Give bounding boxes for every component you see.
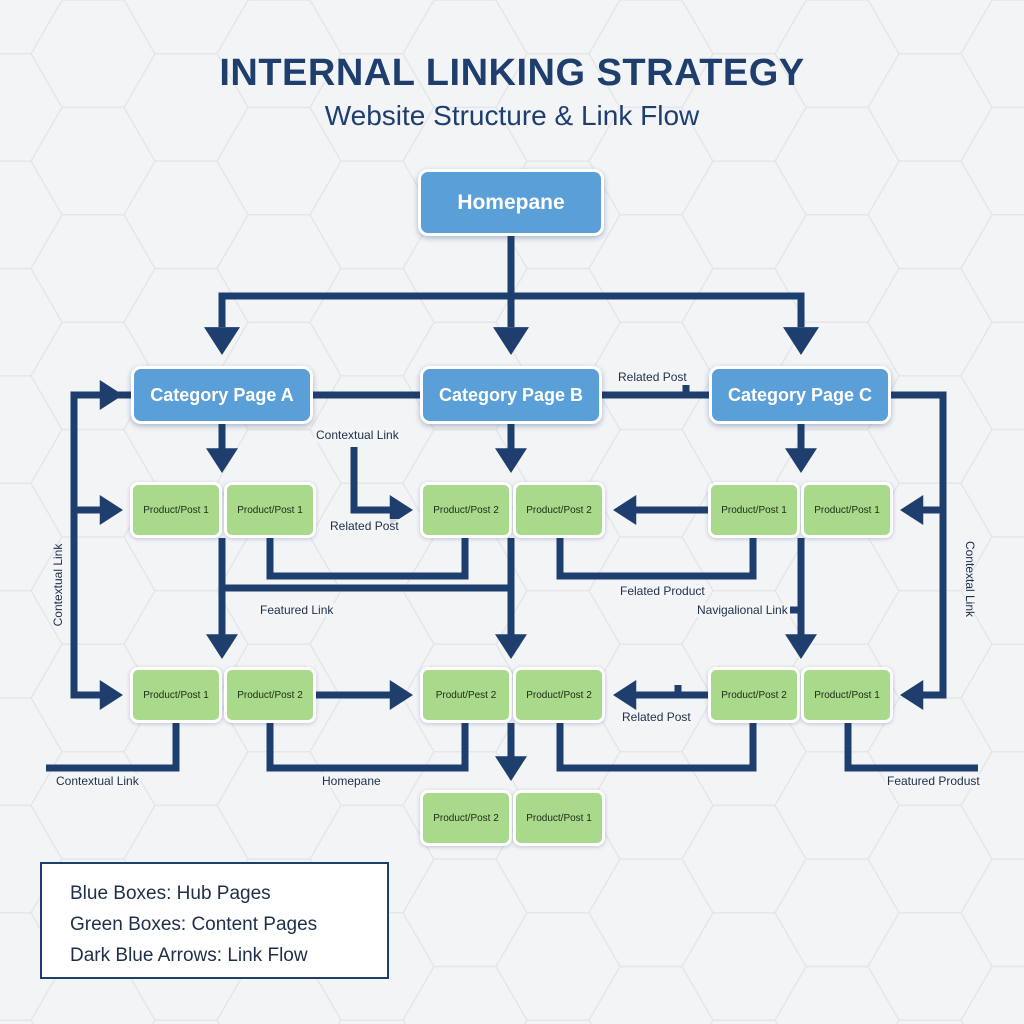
content-box-r3-2[interactable]: Product/Post 1: [513, 790, 605, 846]
legend-box: Blue Boxes: Hub Pages Green Boxes: Conte…: [40, 862, 389, 979]
content-box-r2-6[interactable]: Product/Post 1: [801, 667, 893, 723]
label-felated-product: Felated Product: [618, 584, 707, 598]
hub-category-page-a[interactable]: Category Page A: [131, 366, 313, 424]
content-box-r3-1[interactable]: Product/Post 2: [420, 790, 512, 846]
legend-link-flow: Dark Blue Arrows: Link Flow: [70, 945, 308, 966]
content-box-r2-5[interactable]: Product/Post 2: [708, 667, 800, 723]
label-contextual-link-mid: Contextual Link: [314, 428, 401, 442]
label-navigational-link: Navigalional Link: [695, 603, 790, 617]
label-featured-link: Featured Link: [258, 603, 336, 617]
page-subtitle: Website Structure & Link Flow: [324, 100, 700, 131]
content-box-r1-1[interactable]: Product/Post 1: [130, 482, 222, 538]
label-related-post-top: Related Post: [616, 370, 689, 384]
hub-homepage[interactable]: Homepane: [418, 169, 604, 236]
content-box-r2-4[interactable]: Product/Post 2: [513, 667, 605, 723]
label-related-post-bottom: Related Post: [620, 710, 693, 724]
hub-category-page-b[interactable]: Category Page B: [420, 366, 602, 424]
content-box-r2-2[interactable]: Product/Post 2: [224, 667, 316, 723]
content-box-r1-3[interactable]: Product/Post 2: [420, 482, 512, 538]
label-related-post-mid: Related Post: [328, 519, 401, 533]
label-homepane-bottom: Homepane: [320, 774, 383, 788]
content-box-r1-4[interactable]: Product/Post 2: [513, 482, 605, 538]
content-box-r1-2[interactable]: Product/Post 1: [224, 482, 316, 538]
page-title: INTERNAL LINKING STRATEGY: [219, 52, 805, 94]
label-featured-product-bottom: Featured Produst: [885, 774, 982, 788]
label-contextual-link-left: Contextual Link: [51, 543, 65, 627]
content-box-r1-6[interactable]: Product/Post 1: [801, 482, 893, 538]
content-box-r2-1[interactable]: Product/Post 1: [130, 667, 222, 723]
legend-content-pages: Green Boxes: Content Pages: [70, 914, 318, 935]
legend-hub-pages: Blue Boxes: Hub Pages: [70, 883, 271, 904]
content-box-r2-3[interactable]: Produt/Pest 2: [420, 667, 512, 723]
hub-category-page-c[interactable]: Category Page C: [709, 366, 891, 424]
content-box-r1-5[interactable]: Product/Post 1: [708, 482, 800, 538]
label-contextual-link-right: Contextal Link: [963, 540, 977, 618]
label-contextual-link-bottom: Contextual Link: [54, 774, 141, 788]
